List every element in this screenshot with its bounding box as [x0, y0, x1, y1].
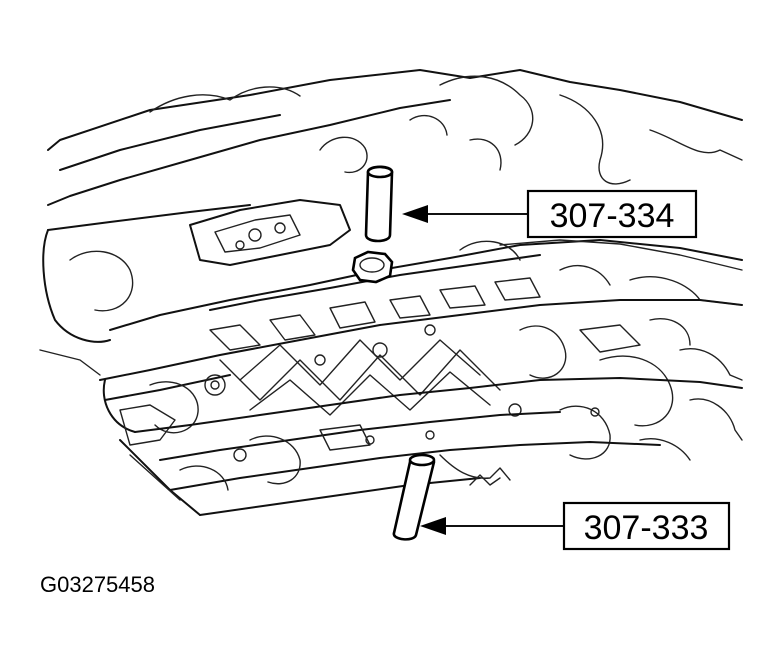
figure-id: G03275458 — [40, 572, 155, 597]
upper-bolt — [351, 250, 394, 284]
callout-label: 307-334 — [550, 197, 675, 235]
valve-body-drawing — [39, 69, 743, 516]
tool-307-334-pin — [364, 165, 394, 243]
callout-arrowhead — [420, 517, 446, 535]
callout-307-333: 307-333 — [420, 501, 731, 551]
callout-307-334: 307-334 — [402, 189, 698, 239]
callout-label: 307-333 — [584, 509, 709, 547]
tool-307-333-pin — [392, 453, 436, 541]
callout-arrowhead — [402, 205, 428, 223]
callout-label-box — [526, 189, 698, 239]
callout-label-box — [562, 501, 731, 551]
